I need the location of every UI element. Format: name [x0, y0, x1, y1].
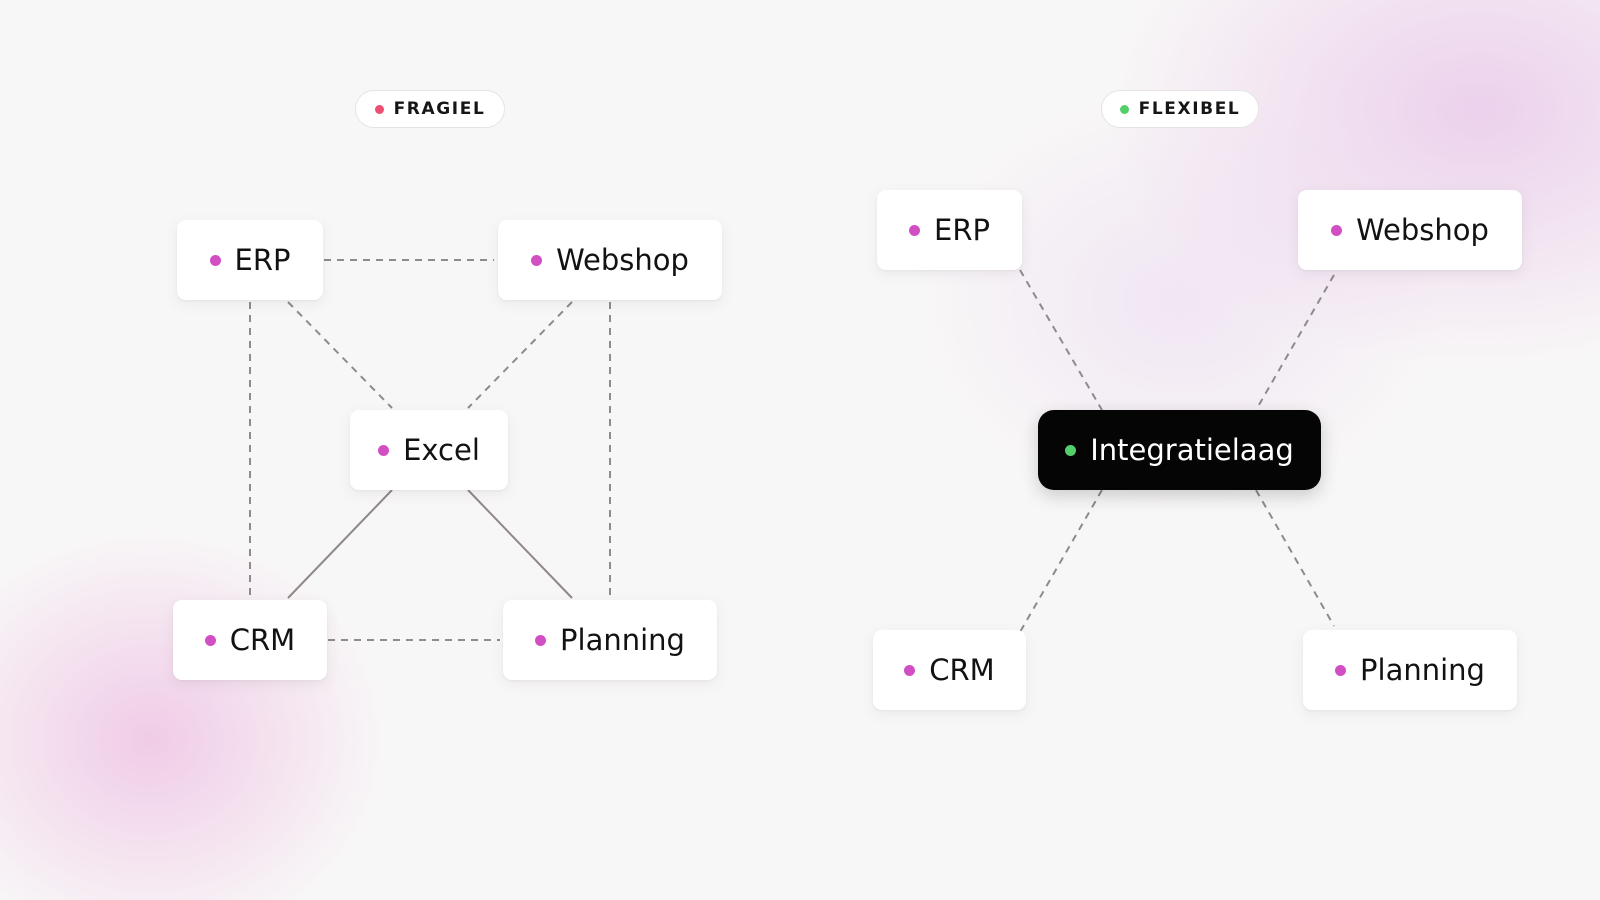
node-dot-icon [204, 634, 216, 646]
link-excel-planning [467, 489, 573, 599]
link-planning-hub [1255, 489, 1335, 627]
link-erp-excel [287, 301, 393, 409]
flexible-node-erp: ERP [877, 190, 1022, 270]
fragile-badge: FRAGIEL [355, 90, 505, 128]
fragile-node-planning: Planning [503, 600, 717, 680]
fragile-node-webshop: Webshop [498, 220, 722, 300]
fragile-node-erp: ERP [177, 220, 323, 300]
link-crm-hub [1019, 489, 1103, 633]
flexible-node-webshop: Webshop [1298, 190, 1522, 270]
node-label: Webshop [1356, 213, 1489, 247]
node-dot-icon [1335, 664, 1347, 676]
node-label: ERP [934, 213, 990, 247]
node-dot-icon [531, 254, 543, 266]
node-label: CRM [229, 623, 296, 657]
fragile-node-crm: CRM [173, 600, 327, 680]
status-dot-icon [1119, 104, 1129, 114]
node-label: ERP [234, 243, 291, 277]
node-dot-icon [909, 224, 921, 236]
link-webshop-excel [467, 301, 573, 409]
node-label: Excel [403, 433, 480, 467]
fragile-badge-label: FRAGIEL [393, 99, 486, 119]
hub-dot-icon [1065, 444, 1077, 456]
node-label: Planning [560, 623, 685, 657]
node-dot-icon [535, 634, 547, 646]
flexible-node-planning: Planning [1303, 630, 1517, 710]
node-label: Integratielaag [1090, 433, 1294, 467]
node-dot-icon [209, 254, 221, 266]
node-label: Planning [1360, 653, 1485, 687]
node-dot-icon [904, 664, 916, 676]
flexible-node-integration-hub: Integratielaag [1038, 410, 1321, 490]
flexible-node-crm: CRM [873, 630, 1026, 710]
node-label: Webshop [556, 243, 689, 277]
status-dot-icon [374, 104, 384, 114]
link-erp-hub [1019, 269, 1103, 411]
flexible-badge-label: FLEXIBEL [1138, 99, 1241, 119]
fragile-node-excel: Excel [350, 410, 508, 490]
flexible-badge: FLEXIBEL [1101, 90, 1259, 128]
link-webshop-hub [1255, 274, 1335, 411]
node-dot-icon [378, 444, 390, 456]
node-dot-icon [1331, 224, 1343, 236]
link-excel-crm [287, 489, 393, 599]
node-label: CRM [929, 653, 995, 687]
